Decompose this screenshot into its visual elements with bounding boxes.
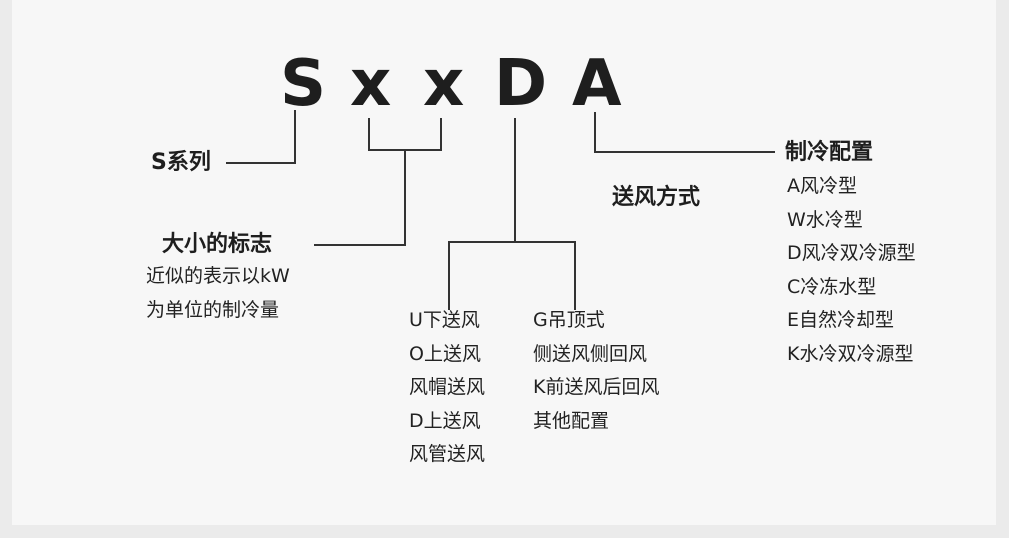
supply-air-label: 送风方式	[612, 185, 701, 210]
list-item: G吊顶式	[533, 309, 605, 331]
list-item: K前送风后回风	[533, 376, 660, 398]
code-letter-cooling: A	[572, 47, 622, 121]
cooling-connector	[594, 112, 775, 153]
list-item: W水冷型	[787, 208, 863, 231]
list-item: O上送风	[409, 342, 481, 365]
list-item: E自然冷却型	[787, 309, 895, 331]
diagram-panel	[12, 0, 996, 525]
size-bracket	[368, 118, 442, 151]
series-label: S系列	[151, 150, 211, 175]
supply-bracket	[448, 241, 576, 310]
list-item: 风管送风	[409, 443, 486, 465]
size-description: 近似的表示以kW 为单位的制冷量	[146, 260, 290, 327]
code-letter-size-2: x	[423, 47, 465, 121]
supply-air-right-options: G吊顶式 侧送风侧回风 K前送风后回风 其他配置	[533, 304, 659, 438]
code-letter-series: S	[280, 47, 327, 121]
list-item: U下送风	[409, 309, 480, 331]
list-item: D上送风	[409, 409, 481, 432]
list-item: K水冷双冷源型	[787, 342, 914, 365]
series-connector	[226, 110, 296, 164]
size-label: 大小的标志	[162, 232, 273, 257]
list-item: A风冷型	[787, 175, 857, 197]
cooling-label: 制冷配置	[785, 140, 874, 165]
cooling-options: A风冷型 W水冷型 D风冷双冷源型 C冷冻水型 E自然冷却型 K水冷双冷源型	[787, 170, 916, 371]
list-item: 其他配置	[533, 409, 610, 432]
supply-air-left-options: U下送风 O上送风 风帽送风 D上送风 风管送风	[409, 304, 485, 472]
code-letter-size-1: x	[350, 47, 392, 121]
list-item: 侧送风侧回风	[533, 342, 648, 365]
size-description-line: 为单位的制冷量	[146, 298, 280, 321]
list-item: 风帽送风	[409, 376, 486, 398]
size-description-line: 近似的表示以kW	[146, 265, 290, 287]
list-item: D风冷双冷源型	[787, 242, 916, 264]
code-letter-supply: D	[494, 47, 548, 121]
list-item: C冷冻水型	[787, 275, 877, 298]
size-connector	[314, 150, 406, 246]
